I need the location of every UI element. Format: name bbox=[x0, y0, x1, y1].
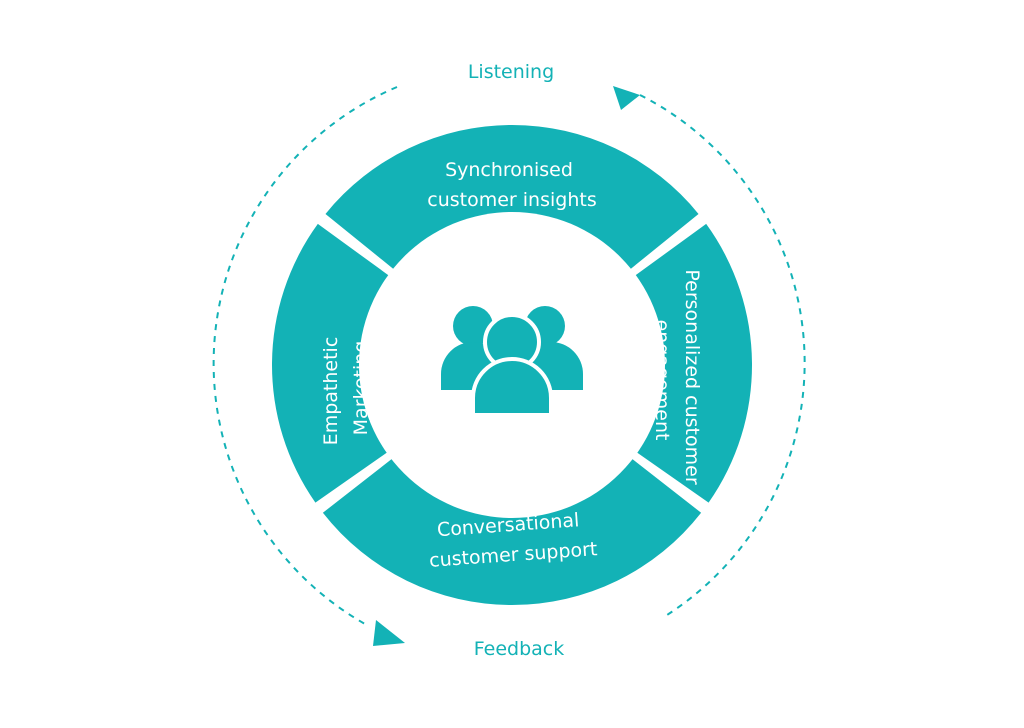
feedback-label: Feedback bbox=[474, 638, 564, 660]
segment-label-right: Personalized customer engagement bbox=[651, 269, 703, 490]
segment-label-line: Empathetic bbox=[320, 337, 342, 446]
segment-label-line: Synchronised bbox=[445, 159, 573, 181]
listening-label: Listening bbox=[468, 61, 554, 83]
segment-personalized-customer-engagement bbox=[633, 223, 753, 503]
segment-empathetic-marketing bbox=[271, 223, 391, 503]
group-of-people-icon bbox=[441, 306, 583, 417]
segment-label-left: Empathetic Marketing bbox=[320, 331, 372, 446]
arrow-head-icon bbox=[373, 620, 405, 646]
segment-label-line: Marketing bbox=[350, 341, 372, 436]
arrow-head-icon bbox=[613, 86, 640, 110]
dashed-cycle-arc-left bbox=[212, 86, 398, 625]
segment-label-top: Synchronised customer insights bbox=[427, 159, 596, 211]
segment-conversational-customer-support bbox=[322, 457, 702, 605]
segment-label-line: engagement bbox=[651, 320, 673, 441]
ring-segments bbox=[271, 125, 753, 605]
dashed-cycle-arc-right bbox=[639, 94, 806, 616]
segment-synchronised-customer-insights bbox=[325, 125, 699, 271]
segment-label-line: customer insights bbox=[427, 189, 596, 211]
segment-label-line: Personalized customer bbox=[681, 269, 703, 484]
